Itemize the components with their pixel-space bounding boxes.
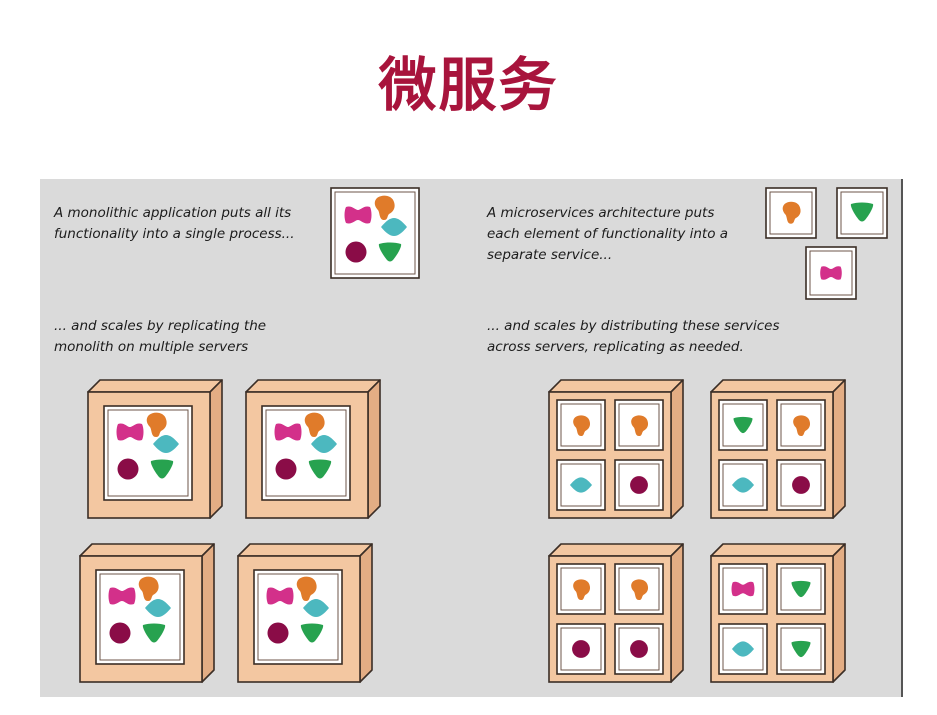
teal-diamond-icon	[731, 477, 755, 493]
maroon-circle-icon	[630, 476, 648, 494]
microservice-window	[765, 187, 817, 239]
page-title: 微服务	[378, 51, 559, 119]
maroon-circle-icon	[117, 458, 139, 480]
orange-blob-icon	[631, 415, 649, 437]
teal-diamond-icon	[731, 641, 755, 657]
pink-bowtie-icon	[820, 266, 842, 280]
monolith-process-window	[330, 187, 420, 279]
teal-diamond-icon	[381, 218, 407, 236]
maroon-circle-icon	[792, 476, 810, 494]
green-triangle-icon	[142, 623, 166, 643]
green-triangle-icon	[150, 459, 174, 479]
microservice-server-box	[710, 379, 846, 519]
microservices-scale-caption: ... and scales by distributing these ser…	[487, 318, 780, 355]
pink-bowtie-icon	[731, 581, 755, 597]
monolith-server-box	[245, 379, 381, 519]
microservice-window	[805, 246, 857, 300]
orange-blob-icon	[782, 201, 801, 224]
teal-diamond-icon	[569, 477, 593, 493]
monolith-intro-caption: A monolithic application puts all its fu…	[54, 205, 295, 242]
teal-diamond-icon	[153, 435, 179, 453]
microservice-server-box	[548, 379, 684, 519]
maroon-circle-icon	[572, 640, 590, 658]
orange-blob-icon	[146, 412, 167, 437]
teal-diamond-icon	[145, 599, 171, 617]
teal-diamond-icon	[303, 599, 329, 617]
orange-blob-icon	[374, 195, 395, 220]
orange-blob-icon	[304, 412, 325, 437]
pink-bowtie-icon	[116, 423, 144, 441]
orange-blob-icon	[138, 576, 159, 601]
green-triangle-icon	[300, 623, 324, 643]
orange-blob-icon	[573, 579, 591, 601]
teal-diamond-icon	[311, 435, 337, 453]
microservices-intro-caption: A microservices architecture puts each e…	[487, 205, 729, 263]
monolith-server-box	[237, 543, 373, 683]
pink-bowtie-icon	[266, 587, 294, 605]
maroon-circle-icon	[630, 640, 648, 658]
green-triangle-icon	[791, 580, 811, 598]
green-triangle-icon	[378, 242, 402, 262]
maroon-circle-icon	[345, 241, 367, 263]
orange-blob-icon	[793, 415, 811, 437]
maroon-circle-icon	[109, 622, 131, 644]
green-triangle-icon	[733, 416, 753, 434]
microservice-server-box	[710, 543, 846, 683]
microservice-server-box	[548, 543, 684, 683]
green-triangle-icon	[850, 202, 874, 222]
orange-blob-icon	[573, 415, 591, 437]
monolith-scale-caption: ... and scales by replicating the monoli…	[54, 318, 267, 355]
microservice-window	[836, 187, 888, 239]
orange-blob-icon	[296, 576, 317, 601]
green-triangle-icon	[308, 459, 332, 479]
maroon-circle-icon	[275, 458, 297, 480]
pink-bowtie-icon	[108, 587, 136, 605]
microservice-window	[556, 399, 606, 451]
monolith-server-box	[87, 379, 223, 519]
pink-bowtie-icon	[344, 206, 372, 224]
microservice-window	[718, 563, 768, 615]
maroon-circle-icon	[267, 622, 289, 644]
monolith-server-box	[79, 543, 215, 683]
pink-bowtie-icon	[274, 423, 302, 441]
green-triangle-icon	[791, 640, 811, 658]
orange-blob-icon	[631, 579, 649, 601]
